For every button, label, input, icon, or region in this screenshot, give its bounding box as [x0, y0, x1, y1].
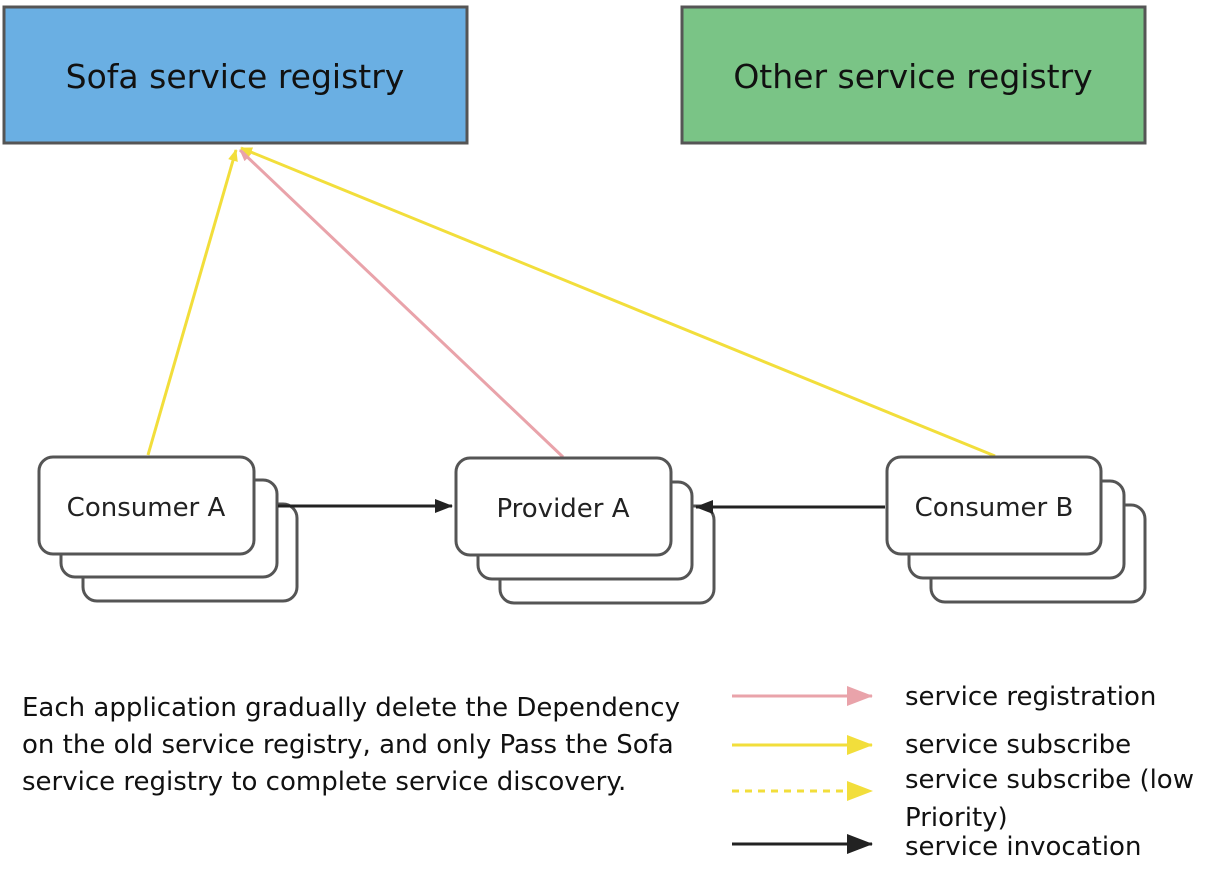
provider-a-label: Provider A [496, 494, 629, 524]
provider-a-box [454, 456, 673, 557]
consumer-b-subscribe-arrow [240, 146, 996, 458]
sofa-registry-rect [2, 5, 469, 145]
other-registry-box: Other service registry [680, 5, 1147, 145]
legend-subscribe-label: service subscribe [905, 730, 1131, 760]
description-text: Each application gradually delete the De… [22, 693, 680, 797]
other-registry-label: Other service registry [733, 57, 1092, 96]
provider-a-registration-arrow [238, 148, 565, 459]
consumer-a-box [37, 455, 256, 556]
sofa-registry-box: Sofa service registry [2, 5, 469, 145]
other-registry-rect [680, 5, 1147, 145]
consumer-b-box [885, 455, 1103, 556]
legend: service registration service subscribe s… [732, 682, 1194, 862]
legend-subscribe-low-label-line1: service subscribe (low [905, 765, 1194, 795]
sofa-registry-label: Sofa service registry [66, 57, 405, 96]
legend-registration-label: service registration [905, 682, 1156, 712]
consumer-b-stack: Consumer B [885, 455, 1147, 604]
consumer-a-subscribe-arrow [146, 149, 238, 456]
provider-a-stack: Provider A [454, 456, 716, 605]
consumer-a-label: Consumer A [67, 493, 226, 523]
consumer-b-label: Consumer B [915, 493, 1074, 523]
legend-subscribe-low-label-line2: Priority) [905, 803, 1008, 833]
legend-invocation-label: service invocation [905, 832, 1141, 862]
consumer-a-stack: Consumer A [37, 455, 299, 603]
